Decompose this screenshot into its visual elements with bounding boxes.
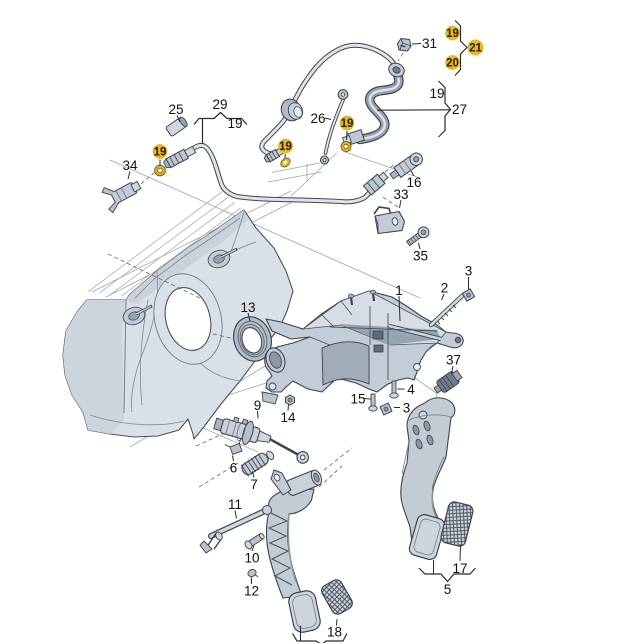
svg-text:4: 4 xyxy=(407,382,415,397)
svg-text:37: 37 xyxy=(446,353,461,368)
svg-text:2: 2 xyxy=(441,281,449,296)
svg-text:3: 3 xyxy=(403,401,411,416)
svg-text:16: 16 xyxy=(406,175,421,190)
svg-text:18: 18 xyxy=(327,625,342,640)
svg-text:21: 21 xyxy=(469,43,482,55)
svg-text:10: 10 xyxy=(244,551,259,566)
svg-text:27: 27 xyxy=(452,102,467,117)
svg-text:19: 19 xyxy=(341,118,354,130)
svg-text:17: 17 xyxy=(452,561,467,576)
svg-text:14: 14 xyxy=(280,410,296,425)
svg-text:3: 3 xyxy=(465,264,473,279)
svg-text:5: 5 xyxy=(444,582,452,597)
svg-text:25: 25 xyxy=(168,102,183,117)
svg-text:19: 19 xyxy=(446,28,459,40)
svg-text:13: 13 xyxy=(240,300,255,315)
svg-text:7: 7 xyxy=(250,477,258,492)
svg-text:12: 12 xyxy=(244,584,259,599)
svg-text:20: 20 xyxy=(446,58,459,70)
svg-text:9: 9 xyxy=(254,398,262,413)
svg-text:19: 19 xyxy=(154,147,167,159)
svg-text:35: 35 xyxy=(413,249,428,264)
svg-text:19: 19 xyxy=(429,86,444,101)
svg-text:33: 33 xyxy=(393,187,408,202)
svg-text:1: 1 xyxy=(395,283,403,298)
svg-text:26: 26 xyxy=(310,111,325,126)
svg-text:19: 19 xyxy=(279,141,292,153)
svg-text:6: 6 xyxy=(230,461,238,476)
svg-text:34: 34 xyxy=(122,158,138,173)
svg-text:11: 11 xyxy=(228,497,242,512)
svg-text:31: 31 xyxy=(422,36,437,51)
svg-text:19: 19 xyxy=(227,116,242,131)
svg-text:15: 15 xyxy=(350,392,365,407)
svg-text:29: 29 xyxy=(212,97,227,112)
